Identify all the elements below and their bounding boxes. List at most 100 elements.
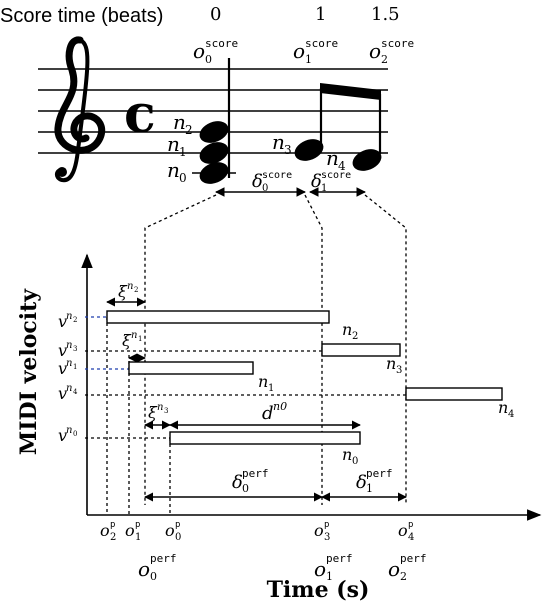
o-sup: p <box>175 520 180 530</box>
v-symbol: v <box>58 312 67 331</box>
v-sup-sub: 3 <box>73 345 77 353</box>
beamed-notes <box>294 83 382 171</box>
velocity-label-n2: v n 2 <box>58 311 77 331</box>
duration-n0-label: d n0 <box>262 400 287 424</box>
o-sub: 2 <box>400 570 407 583</box>
note-sub: 0 <box>352 456 358 467</box>
projection-o1 <box>304 194 323 505</box>
o-symbol: o <box>388 557 400 581</box>
score-onset-1: o score 1 <box>293 37 338 66</box>
delta-sup: perf <box>242 467 269 480</box>
velocity-guides <box>85 316 406 439</box>
beat-label-1-5: 1.5 <box>371 4 400 25</box>
note-bar-n4 <box>405 387 503 401</box>
note-sub: 4 <box>338 159 346 173</box>
onset-sub: 1 <box>305 53 312 66</box>
v-sup: n <box>66 358 72 369</box>
beat-label-1: 1 <box>315 4 326 25</box>
note-symbol: n <box>167 158 180 182</box>
note-bar-n2 <box>106 310 330 324</box>
treble-clef-icon <box>54 36 106 183</box>
score-onset-0: o score 0 <box>193 37 238 66</box>
perf-delta-0-label: δ perf 0 <box>232 467 269 495</box>
v-symbol: v <box>58 341 67 360</box>
performed-notes <box>106 310 503 445</box>
v-sup: n <box>66 383 72 394</box>
o-sub: 0 <box>175 532 181 543</box>
perf-note-label-n4: n 4 <box>498 398 514 420</box>
perf-note-label-n2: n 2 <box>342 320 358 342</box>
perf-note-label-n0: n 0 <box>342 445 358 467</box>
onset-symbol: o <box>293 39 305 63</box>
xi-n3-label: ξ n 3 <box>148 402 168 422</box>
v-sup-sub: 4 <box>73 388 78 396</box>
v-sup: n <box>66 340 72 351</box>
duration-symbol: d <box>262 403 274 424</box>
velocity-label-n4: v n 4 <box>58 383 78 403</box>
notehead-n2 <box>199 121 229 143</box>
beat-label-0: 0 <box>210 4 221 25</box>
duration-sup: n0 <box>273 400 287 413</box>
beam <box>320 83 381 100</box>
xi-n2-label: ξ n 2 <box>118 281 138 301</box>
v-symbol: v <box>58 359 67 378</box>
o-symbol: o <box>314 557 326 581</box>
delta-symbol: δ <box>232 472 243 493</box>
note-sub: 3 <box>284 143 292 157</box>
note-symbol: n <box>386 354 396 373</box>
op-label-4: o p 4 <box>398 520 414 543</box>
delta-sub: 1 <box>321 183 327 194</box>
op-label-0: o p 0 <box>165 520 181 543</box>
operf-label-1: o perf 1 <box>314 552 353 583</box>
note-sub: 1 <box>179 145 187 159</box>
perf-note-label-n3: n 3 <box>386 354 402 376</box>
op-label-3: o p 3 <box>314 520 330 543</box>
note-bar-n0 <box>169 431 361 445</box>
o-sub: 1 <box>326 570 333 583</box>
delta-sub: 1 <box>366 482 373 495</box>
projection-o0 <box>144 194 217 505</box>
score-onset-2: o score 2 <box>369 37 414 66</box>
xi-symbol: ξ <box>148 403 158 422</box>
y-axis-label: MIDI velocity <box>16 288 42 455</box>
score-delta-0-label: δ score 0 <box>252 170 292 194</box>
o-sup: p <box>324 520 329 530</box>
onset-sup: score <box>305 37 338 50</box>
o-sup: perf <box>400 552 427 565</box>
note-symbol: n <box>173 110 186 134</box>
notehead-n3 <box>294 139 324 161</box>
xi-symbol: ξ <box>122 331 132 350</box>
common-time-icon: c <box>124 84 156 145</box>
score-delta-1-label: δ score 1 <box>311 170 351 194</box>
delta-symbol: δ <box>356 472 367 493</box>
note-sub: 1 <box>268 383 274 394</box>
score-note-label-n4: n 4 <box>326 146 346 173</box>
o-symbol: o <box>398 521 408 540</box>
note-sub: 2 <box>185 123 193 137</box>
score-note-label-n1: n 1 <box>167 132 187 159</box>
o-sub: 2 <box>110 532 116 543</box>
onset-symbol: o <box>369 39 381 63</box>
o-sup: p <box>408 520 413 530</box>
chord <box>192 58 236 184</box>
note-symbol: n <box>498 398 508 417</box>
delta-symbol: δ <box>311 171 322 192</box>
velocity-label-n3: v n 3 <box>58 340 77 360</box>
note-bar-n1 <box>128 361 254 375</box>
onset-symbol: o <box>193 39 205 63</box>
operf-label-0: o perf 0 <box>138 552 177 583</box>
note-sub: 0 <box>179 171 187 185</box>
delta-symbol: δ <box>252 171 263 192</box>
delta-sup: perf <box>366 467 393 480</box>
score-note-label-n2: n 2 <box>173 110 193 137</box>
xi-sup: n <box>157 402 163 413</box>
note-symbol: n <box>342 445 352 464</box>
xi-sup-sub: 1 <box>138 335 142 343</box>
delta-sup: score <box>321 170 351 181</box>
score-time-label: Score time (beats) <box>0 5 163 27</box>
note-bar-n3 <box>321 343 401 357</box>
note-symbol: n <box>167 132 180 156</box>
notehead-n4 <box>352 149 382 171</box>
o-sup: p <box>110 520 115 530</box>
score-note-label-n3: n 3 <box>272 130 292 157</box>
